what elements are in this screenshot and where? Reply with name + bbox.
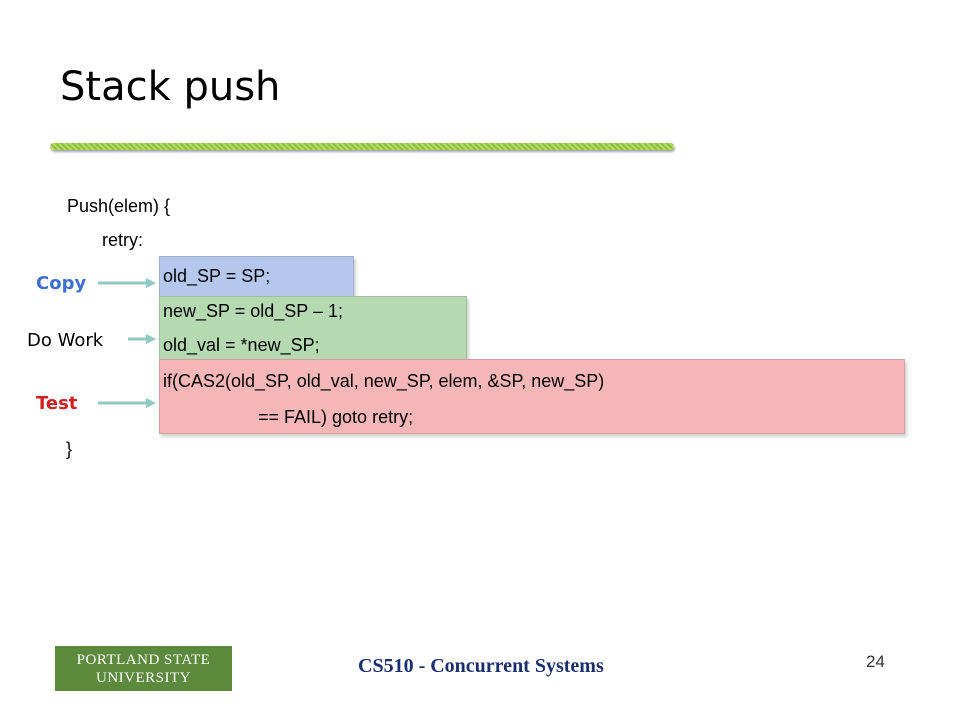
copy-label: Copy xyxy=(36,273,87,294)
course-footer: CS510 - Concurrent Systems xyxy=(358,655,604,677)
copy-highlight-box xyxy=(159,256,354,298)
code-line-fail: == FAIL) goto retry; xyxy=(258,407,414,427)
logo-line-2: UNIVERSITY xyxy=(96,669,191,686)
copy-arrow-icon xyxy=(98,278,156,288)
code-line-new-sp: new_SP = old_SP – 1; xyxy=(163,301,343,321)
code-line-close-brace: } xyxy=(66,439,73,459)
test-label: Test xyxy=(36,393,78,414)
do-work-label: Do Work xyxy=(27,330,104,351)
code-line-cas2: if(CAS2(old_SP, old_val, new_SP, elem, &… xyxy=(163,371,605,391)
test-arrow-icon xyxy=(98,398,156,408)
page-number: 24 xyxy=(866,652,885,671)
slide-title: Stack push xyxy=(60,64,281,110)
test-highlight-box xyxy=(159,359,905,434)
do-work-arrow-icon xyxy=(128,334,156,344)
code-line-retry: retry: xyxy=(102,230,144,250)
work-highlight-box xyxy=(159,296,467,361)
code-line-push: Push(elem) { xyxy=(67,196,171,216)
portland-state-logo: PORTLAND STATE UNIVERSITY xyxy=(55,646,232,691)
title-underline xyxy=(50,143,674,150)
logo-line-1: PORTLAND STATE xyxy=(76,651,211,668)
code-line-old-val: old_val = *new_SP; xyxy=(163,335,320,355)
code-line-copy: old_SP = SP; xyxy=(163,266,271,286)
